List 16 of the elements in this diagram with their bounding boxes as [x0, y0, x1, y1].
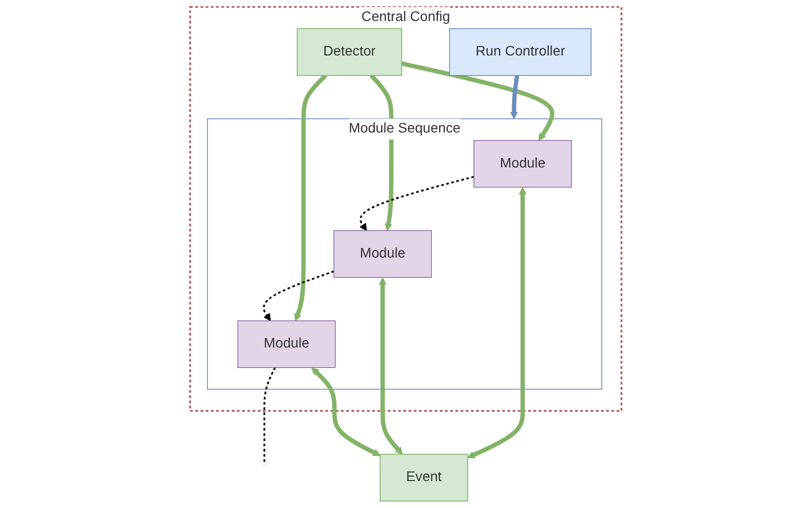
arrow: [379, 277, 404, 455]
arrow: [263, 270, 334, 322]
arrow: [360, 176, 474, 231]
arrow: [370, 74, 394, 231]
node-box: Module: [334, 230, 432, 278]
node-box: Event: [380, 454, 468, 502]
connector: [264, 367, 276, 465]
node-box: Run Controller: [449, 28, 592, 76]
arrow: [401, 61, 555, 141]
node-box: Detector: [297, 28, 402, 76]
node-box: Module: [238, 320, 336, 368]
arrow: [294, 74, 328, 322]
arrow: [312, 367, 381, 456]
arrow: [510, 75, 520, 120]
node-box: Module: [474, 140, 572, 188]
arrow: [468, 187, 527, 458]
